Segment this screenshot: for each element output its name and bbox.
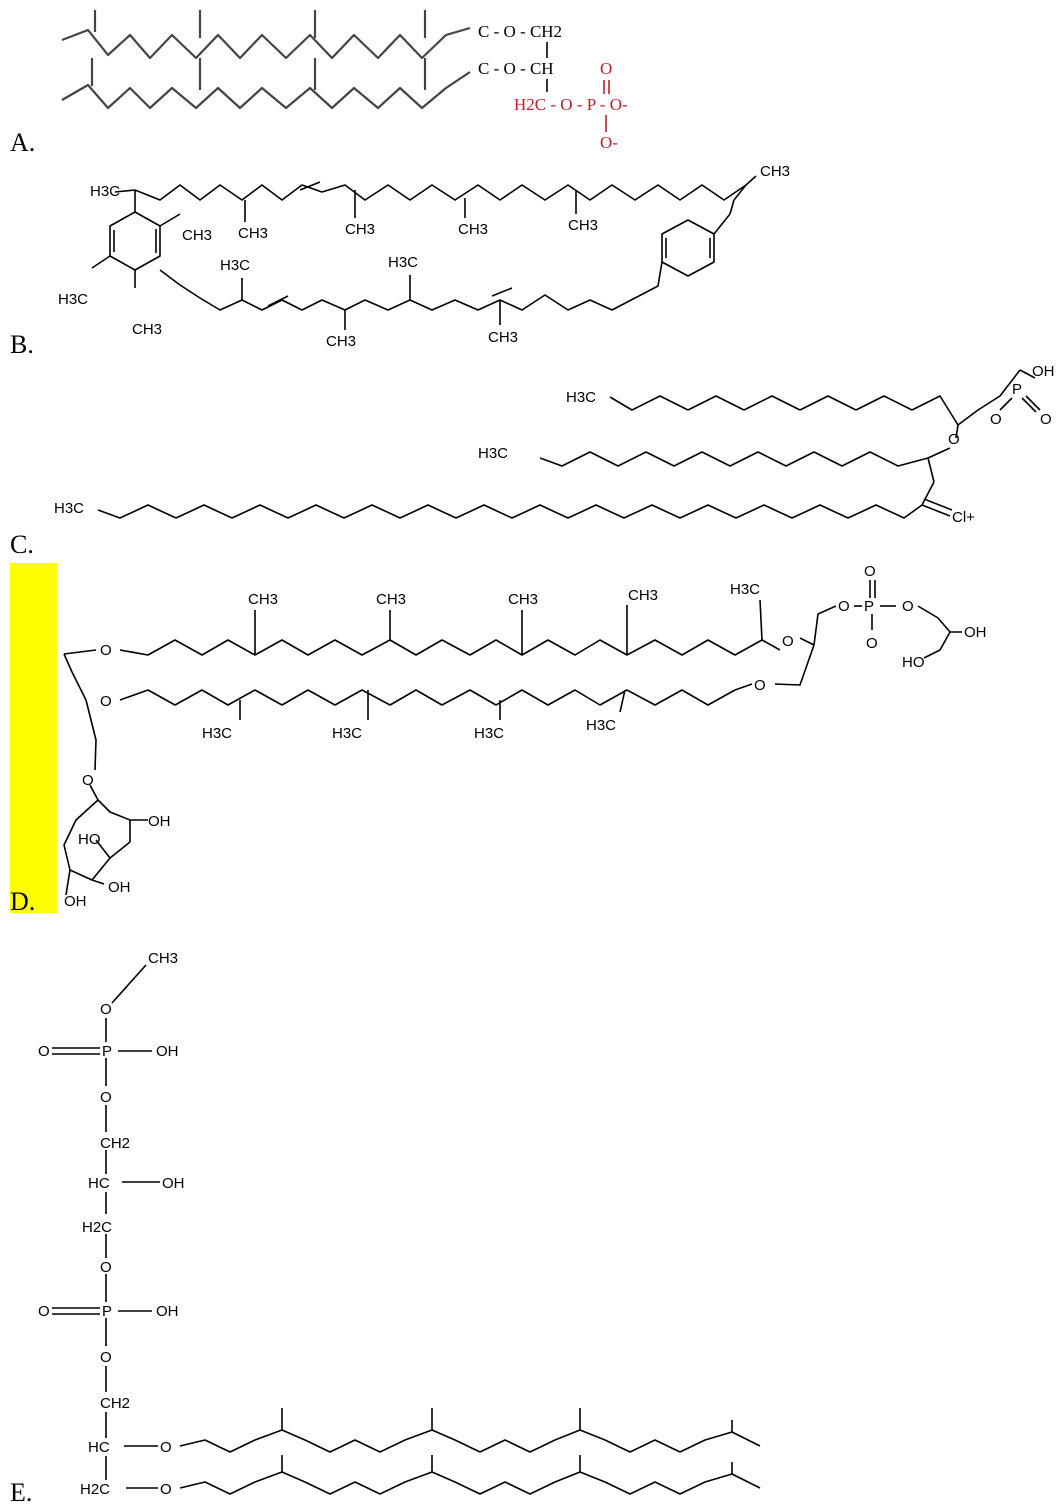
structure-d-text: O [82,772,94,789]
structure-d[interactable]: CH3 CH3 CH3 CH3 H3C O O O O O P O O OH H… [63,563,987,910]
structure-d-text: CH3 [248,591,278,608]
structure-d-text: O [100,693,112,710]
structure-d-text: H3C [332,725,362,742]
structure-e-text: O [160,1439,172,1456]
structure-e-text: O [160,1481,172,1498]
structure-b-text: CH3 [345,221,375,238]
structure-e-text: O [100,1089,112,1106]
structure-e-text: HC [88,1439,110,1456]
structure-b-text: CH3 [132,321,162,338]
structure-b-text: CH3 [182,227,212,244]
structure-c-text: O [990,411,1002,428]
structure-d-text: HO [902,654,925,671]
structure-e-text: O [100,1001,112,1018]
structure-d-text: O [100,642,112,659]
structure-b-text: H3C [58,291,88,308]
structure-a-text: C - O - CH2 [478,22,562,41]
structure-e-text: OH [156,1303,179,1320]
structure-c-text: H3C [54,500,84,517]
structure-d-text: O [902,598,914,615]
structure-d-text: O [782,633,794,650]
structure-c-text: P [1012,381,1022,398]
structure-d-text: CH3 [508,591,538,608]
structure-e-text: P [102,1303,112,1320]
structure-e-text: O [100,1349,112,1366]
structure-e-text: CH2 [100,1395,130,1412]
structure-b-text: CH3 [760,163,790,180]
structure-d-text: CH3 [376,591,406,608]
structure-e-text: O [38,1043,50,1060]
structure-e-text: H2C [82,1219,112,1236]
structure-a-text: O [600,59,612,78]
structure-e-text: O [100,1259,112,1276]
structure-d-text: HO [78,831,101,848]
structure-b-text: H3C [220,257,250,274]
structure-e-text: OH [156,1043,179,1060]
option-c-label[interactable]: C. [10,530,34,559]
structure-c[interactable]: H3C H3C H3C O P OH O O Cl+ [54,363,1055,526]
structure-d-text: OH [148,813,171,830]
structure-b-text: CH3 [488,329,518,346]
structure-e-text: CH2 [100,1135,130,1152]
structure-d-text: OH [64,893,87,910]
structure-c-text: O [948,431,960,448]
option-a-label[interactable]: A. [10,128,36,157]
option-e-label[interactable]: E. [10,1478,33,1507]
structure-d-text: H3C [586,717,616,734]
structure-b-text: CH3 [238,225,268,242]
structure-b[interactable]: H3C CH3 CH3 CH3 CH3 CH3 H3C CH3 H3C H3C … [58,163,790,350]
structure-d-text: H3C [474,725,504,742]
structure-b-text: CH3 [458,221,488,238]
structure-a[interactable]: C - O - CH2 C - O - CH H2C - O - P - O- … [61,10,628,152]
structure-e-text: OH [162,1175,185,1192]
structure-d-text: P [864,598,874,615]
answer-highlight [10,563,57,913]
structure-d-text: O [864,563,876,580]
structure-a-text: C - O - CH [478,59,554,78]
structure-c-text: H3C [478,445,508,462]
structure-e-text: H2C [80,1481,110,1498]
option-b-label[interactable]: B. [10,330,34,359]
structure-d-text: H3C [730,581,760,598]
structure-c-text: H3C [566,389,596,406]
structure-e-text: CH3 [148,950,178,967]
structure-c-text: OH [1032,363,1055,380]
structure-b-text: CH3 [568,217,598,234]
structure-d-text: O [838,598,850,615]
structure-b-text: H3C [388,254,418,271]
structure-e-text: O [38,1303,50,1320]
option-d-label[interactable]: D. [10,887,36,916]
structure-d-text: H3C [202,725,232,742]
structure-e-text: HC [88,1175,110,1192]
structure-d-text: OH [108,879,131,896]
structure-d-text: OH [964,624,987,641]
structure-e-text: P [102,1043,112,1060]
structure-c-text: O [1040,411,1052,428]
structure-a-text: H2C - O - P - O- [514,95,628,114]
structure-b-text: CH3 [326,333,356,350]
structure-b-text: H3C [90,183,120,200]
structure-d-text: O [866,635,878,652]
structure-c-text: Cl+ [952,509,975,526]
structure-d-text: O [754,677,766,694]
structure-d-text: CH3 [628,587,658,604]
structure-e[interactable]: CH3 O O P OH O CH2 HC OH H2C O O P OH O … [38,950,761,1498]
structure-a-text: O- [600,133,618,152]
